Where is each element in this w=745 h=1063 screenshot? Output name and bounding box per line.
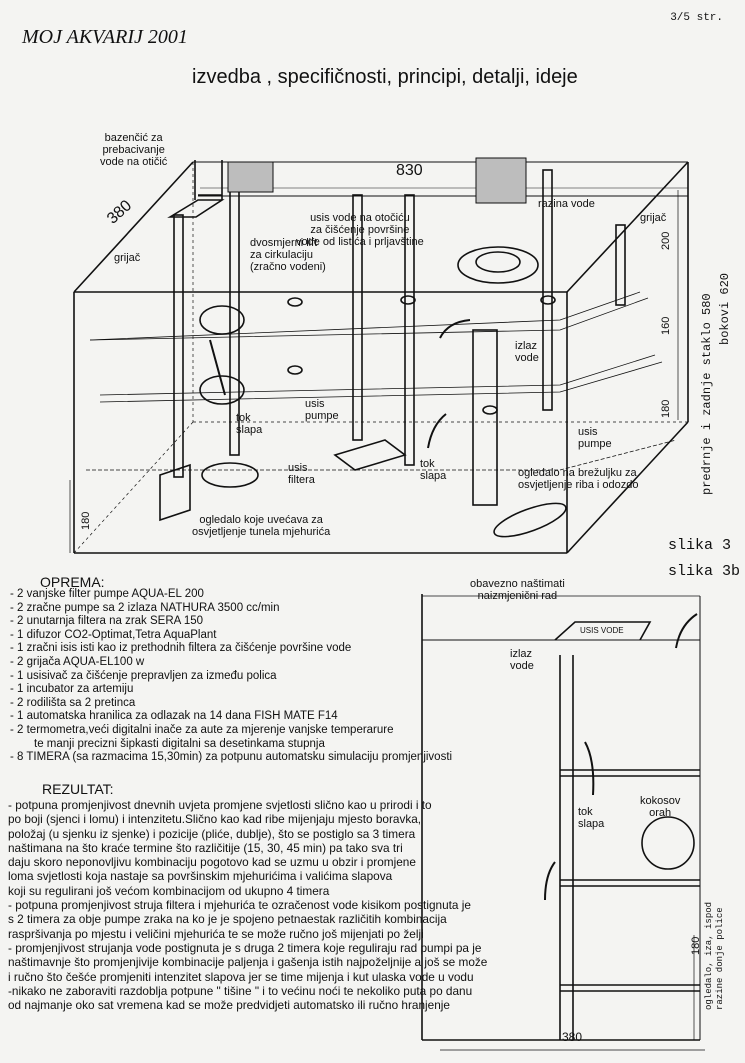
- text-line: koji su regulirani još većom kombinacijo…: [8, 883, 330, 898]
- text-line: raspršivanja po mjestu i veličini mjehur…: [8, 926, 424, 941]
- label-grijac-right: grijač: [640, 212, 667, 224]
- text-line: - potpuna promjenjivost dnevnih uvjeta p…: [8, 798, 432, 812]
- text-line: - potpuna promjenjivost struja filtera i…: [8, 898, 471, 913]
- list-item: te manji precizni šipkasti digitalni sa …: [34, 737, 325, 750]
- dim-180: 180: [660, 399, 672, 418]
- text-line: i ručno što češće promjeniti intenzitet …: [8, 969, 474, 984]
- label-nastimati: obavezno naštimati naizmjenični rad: [470, 578, 565, 602]
- label-side-3b: ogledalo, iza, ispod razine donje police: [704, 901, 725, 1010]
- dim-200: 200: [660, 231, 672, 250]
- text-line: naštimavnje što promjenjivije kombinacij…: [8, 955, 488, 970]
- label-izlaz: izlaz vode: [515, 340, 539, 364]
- list-item: - 2 vanjske filter pumpe AQUA-EL 200: [10, 588, 204, 600]
- text-line: loma svjetlosti koja nastaje sa površins…: [8, 869, 393, 884]
- text-line: daju skoro neponovljivu kombinaciju pogo…: [8, 855, 416, 870]
- list-item: - 1 zračni isis isti kao iz prethodnih f…: [10, 642, 352, 655]
- page-number: 3/5 str.: [670, 12, 723, 24]
- dim-830: 830: [396, 162, 423, 179]
- label-tok-slapa-3b: tok slapa: [578, 806, 605, 830]
- label-grijac-left: grijač: [114, 252, 141, 264]
- figure-label-3: slika 3: [668, 537, 732, 554]
- dim-side-620: bokovi 620: [718, 272, 732, 345]
- label-usis-pumpe-left: usis pumpe: [305, 398, 339, 422]
- text-line: naštimana na što kraće termine što razli…: [8, 840, 403, 855]
- label-usis-vode: USIS VODE: [580, 626, 624, 635]
- dim-160: 160: [660, 316, 672, 335]
- list-item: - 2 rodilišta sa 2 pretinca: [10, 696, 136, 709]
- oprema-heading: OPREMA:: [40, 574, 105, 590]
- label-usis-otocic: usis vode na otočiću za čišćenje površin…: [296, 212, 424, 248]
- list-item: - 2 termometra,veći digitalni inače za a…: [10, 723, 394, 736]
- label-usis-filtera: usis filtera: [288, 462, 315, 486]
- label-bazencic: bazenčić za prebacivanje vode na otičić: [100, 132, 168, 168]
- rezultat-heading: REZULTAT:: [42, 781, 114, 797]
- oprema-list: - 2 vanjske filter pumpe AQUA-EL 200 - 2…: [10, 588, 452, 765]
- label-ogledalo-tunel: ogledalo koje uvećava za osvjetljenje tu…: [192, 514, 331, 538]
- text-line: položaj (u sjenku iz sjenke) i pozicije …: [8, 826, 416, 841]
- label-razina: razina vode: [538, 198, 595, 210]
- list-item: - 2 zračne pumpe sa 2 izlaza NATHURA 350…: [10, 601, 280, 614]
- label-kokos: kokosov orah: [640, 795, 681, 819]
- list-item: - 8 TIMERA (sa razmacima 15,30min) za po…: [10, 751, 453, 764]
- page-subtitle: izvedba , specifičnosti, principi, detal…: [192, 66, 578, 88]
- list-item: - 1 automatska hranilica za odlazak na 1…: [10, 710, 338, 723]
- figure-label-3b: slika 3b: [668, 563, 741, 580]
- dim-180-3b: 180: [690, 936, 702, 955]
- label-tok-slapa-left: tok slapa: [236, 412, 263, 436]
- list-item: - 2 unutarnja filtera na zrak SERA 150: [10, 615, 204, 628]
- label-lift: dvosmjerni lift za cirkulaciju (zračno v…: [250, 237, 326, 273]
- list-item: - 1 incubator za artemiju: [10, 683, 134, 696]
- text-line: s 2 timera za obje pumpe zraka na ko je …: [8, 912, 447, 927]
- text-line: po boji (sjenci i lomu) i intenzitetu.Sl…: [8, 812, 422, 827]
- list-item: - 1 usisivač za čišćenje prepravljen za …: [10, 669, 277, 682]
- text-line: - promjenjivost strujanja vode postignut…: [8, 940, 482, 955]
- label-usis-pumpe-right: usis pumpe: [578, 426, 612, 450]
- dim-180b: 180: [80, 511, 92, 530]
- label-izlaz-3b: izlaz vode: [510, 648, 534, 672]
- text-line: od najmanje oko sat vremena kad se može …: [8, 998, 450, 1013]
- page-title: MOJ AKVARIJ 2001: [22, 26, 188, 48]
- list-item: - 2 grijača AQUA-EL100 w: [10, 655, 145, 668]
- dim-380-3b: 380: [562, 1030, 583, 1044]
- text-line: -nikako ne zaboraviti razdoblja potpune …: [8, 983, 473, 998]
- rezultat-text: - potpuna promjenjivost dnevnih uvjeta p…: [8, 798, 487, 1012]
- dim-side-580: predrnje i zadnje staklo 580: [700, 293, 714, 495]
- list-item: - 1 difuzor CO2-Optimat,Tetra AquaPlant: [10, 628, 217, 641]
- label-ogledalo-brezuljak: ogledalo na brežuljku za osvjetljenje ri…: [518, 467, 639, 491]
- label-tok-slapa-mid: tok slapa: [420, 458, 447, 482]
